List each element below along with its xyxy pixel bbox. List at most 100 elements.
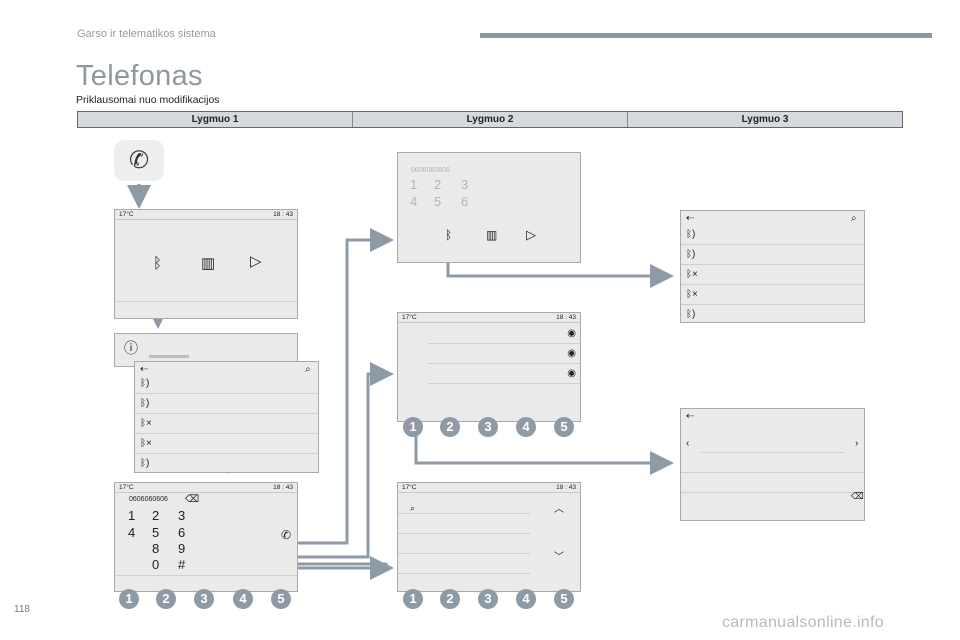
section-rule	[480, 33, 932, 38]
search-icon[interactable]: ⌕	[410, 503, 416, 513]
list-item[interactable]: ᛒ×	[681, 285, 864, 305]
key-hash[interactable]: #	[178, 557, 186, 572]
step-1-badge: 1	[119, 589, 139, 609]
prev-icon[interactable]: ‹	[686, 438, 690, 449]
level-3-label: Lygmuo 3	[627, 112, 902, 127]
list-item[interactable]: ◉	[428, 344, 580, 364]
page-number: 118	[14, 604, 30, 615]
scroll-down-icon[interactable]: ﹀	[554, 552, 564, 563]
list-item[interactable]	[398, 494, 530, 514]
search-icon[interactable]: ⌕	[851, 213, 857, 224]
step-4-badge: 4	[516, 589, 536, 609]
page-subtitle: Priklausomai nuo modifikacijos	[76, 94, 220, 106]
list-item[interactable]: ᛒ)	[686, 309, 696, 320]
contacts-icon[interactable]: ▥	[486, 228, 498, 242]
level-1-label: Lygmuo 1	[78, 112, 352, 127]
key-3: 3	[461, 177, 469, 192]
list-item[interactable]	[398, 514, 530, 534]
step-1-badge: 1	[403, 589, 423, 609]
list-item[interactable]: ᛒ)	[681, 245, 864, 265]
entry-row	[681, 473, 864, 493]
phone-handset-icon[interactable]: ✆	[114, 140, 164, 181]
levels-header: Lygmuo 1 Lygmuo 2 Lygmuo 3	[77, 111, 903, 128]
step-3-badge: 3	[478, 417, 498, 437]
calls-list-screen: 17°C 18 : 43 ◉ ◉ ◉	[397, 312, 581, 422]
scroll-up-icon[interactable]: ︿	[554, 504, 564, 515]
step-3-badge: 3	[478, 589, 498, 609]
list-item[interactable]: ᛒ)	[681, 225, 864, 245]
step-2-badge: 2	[440, 417, 460, 437]
back-icon[interactable]: ⇠	[140, 364, 149, 375]
dialed-number: 0606060606	[129, 496, 168, 503]
bluetooth-icon[interactable]: ᛒ	[153, 255, 163, 272]
status-bar: 17°C 18 : 43	[115, 483, 297, 493]
device-list-screen-l3: ⇠ ⌕ ᛒ) ᛒ) ᛒ× ᛒ× ᛒ)	[680, 210, 865, 323]
key-5[interactable]: 5	[152, 525, 160, 540]
next-icon[interactable]: ›	[855, 438, 859, 449]
list-item[interactable]: ᛒ)	[135, 374, 318, 394]
clock: 18 : 43	[273, 211, 293, 218]
info-icon[interactable]: ⓘ	[124, 340, 138, 356]
key-4[interactable]: 4	[128, 525, 136, 540]
key-5: 5	[434, 194, 442, 209]
list-item[interactable]	[398, 534, 530, 554]
device-list-screen: ⇠ ⌕ ᛒ) ᛒ) ᛒ× ᛒ× ᛒ)	[134, 361, 319, 473]
key-2: 2	[434, 177, 442, 192]
key-4: 4	[410, 194, 418, 209]
step-5-badge: 5	[554, 417, 574, 437]
list-item[interactable]: ◉	[428, 324, 580, 344]
play-icon[interactable]: ▷	[526, 227, 536, 242]
status-bar: 17°C 18 : 43	[398, 483, 580, 493]
info-bar	[149, 355, 189, 358]
dial-footer	[115, 575, 297, 576]
bluetooth-icon[interactable]: ᛒ	[445, 228, 453, 242]
entry-row	[681, 453, 864, 473]
contacts-screen: 17°C 18 : 43 ⌕ ︿ ﹀	[397, 482, 581, 592]
search-icon[interactable]: ⌕	[305, 364, 311, 375]
step-1-badge: 1	[403, 417, 423, 437]
phone-main-screen: 17°C 18 : 43 ᛒ ▥ ▷	[114, 209, 298, 319]
back-icon[interactable]: ⇠	[686, 411, 695, 422]
list-item[interactable]: ᛒ)	[140, 458, 150, 469]
step-3-badge: 3	[194, 589, 214, 609]
key-6[interactable]: 6	[178, 525, 186, 540]
delete-icon[interactable]: ⌫	[851, 491, 864, 501]
key-2[interactable]: 2	[152, 508, 160, 523]
step-2-badge: 2	[440, 589, 460, 609]
dialed-number: 0606060606	[411, 167, 450, 174]
back-icon[interactable]: ⇠	[686, 213, 695, 224]
step-5-badge: 5	[554, 589, 574, 609]
key-3[interactable]: 3	[178, 508, 186, 523]
entry-row[interactable]	[701, 433, 844, 453]
list-item[interactable]: ᛒ×	[681, 265, 864, 285]
page-title: Telefonas	[76, 60, 203, 92]
temperature: 17°C	[119, 211, 134, 218]
section-title: Garso ir telematikos sistema	[77, 28, 216, 40]
step-5-badge: 5	[271, 589, 291, 609]
contacts-icon[interactable]: ▥	[201, 255, 216, 272]
dial-overlay-screen: 0606060606 1 2 3 4 5 6 ᛒ ▥ ▷	[397, 152, 581, 263]
main-screen-footer	[115, 278, 297, 302]
edit-screen-l3: ⇠ ‹ › ⌫	[680, 408, 865, 521]
list-item[interactable]: ᛒ×	[135, 414, 318, 434]
step-4-badge: 4	[516, 417, 536, 437]
dial-pad-screen: 17°C 18 : 43 0606060606 ⌫ 1 2 3 4 5 6 8 …	[114, 482, 298, 592]
key-1[interactable]: 1	[128, 508, 136, 523]
key-0[interactable]: 0	[152, 557, 160, 572]
key-8[interactable]: 8	[152, 541, 160, 556]
list-item[interactable]	[398, 554, 530, 574]
delete-icon[interactable]: ⌫	[185, 494, 200, 505]
play-icon[interactable]: ▷	[250, 253, 262, 270]
watermark: carmanualsonline.info	[722, 614, 884, 631]
step-2-badge: 2	[156, 589, 176, 609]
step-4-badge: 4	[233, 589, 253, 609]
key-9[interactable]: 9	[178, 541, 186, 556]
list-item[interactable]: ᛒ×	[135, 434, 318, 454]
list-item[interactable]: ᛒ)	[135, 394, 318, 414]
call-icon[interactable]: ✆	[281, 528, 292, 542]
key-1: 1	[410, 177, 418, 192]
list-item[interactable]: ◉	[428, 364, 580, 384]
status-bar: 17°C 18 : 43	[115, 210, 297, 220]
status-bar: 17°C 18 : 43	[398, 313, 580, 323]
